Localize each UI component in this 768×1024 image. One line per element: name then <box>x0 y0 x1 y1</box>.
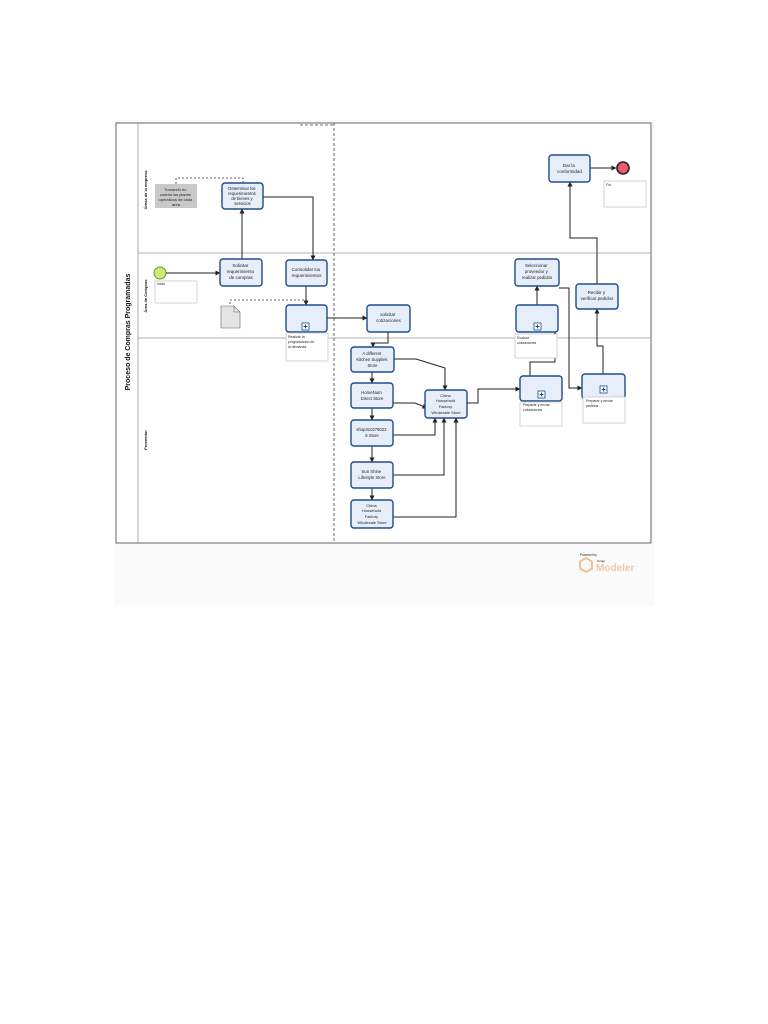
task-seleccionar-proveedor[interactable]: Seleccionar proveedor y realizar pedidos <box>514 258 560 287</box>
programacion-note <box>285 332 329 362</box>
svg-text:China Household Fa: China Household Factory Wholesale Store <box>357 503 387 525</box>
brand-label: Modeler <box>596 563 634 574</box>
evaluar-note <box>514 333 558 359</box>
task-store-homenum[interactable]: HomeNum Direct Store <box>350 382 394 409</box>
svg-text:HomeNum Direct Store: HomeNum Direct Store <box>361 390 384 401</box>
task-consolidar-requerimientos[interactable]: Consolidar los requerimientos <box>285 259 328 287</box>
svg-text:solicitar cotizaciones: solicitar cotizaciones <box>376 312 402 323</box>
svg-text:China Household Fa: China Household Factory Wholesale Store <box>431 393 461 415</box>
svg-text:A different Kitchen Supp: A different Kitchen Supplies Store <box>356 351 388 368</box>
document-artifact[interactable] <box>220 305 241 329</box>
subprocess-evaluar-cotizaciones[interactable] <box>515 304 559 333</box>
svg-text:Solicitar requerimiento: Solicitar requerimiento de compras <box>227 263 256 280</box>
preparar-pedidos-note <box>582 396 626 424</box>
subprocess-programacion-demanda[interactable] <box>285 304 328 333</box>
end-event[interactable] <box>616 161 630 175</box>
preparar-pedidos-note-label: Preparar y enviar pedidos <box>586 399 614 408</box>
preparar-cotizaciones-note-label: Preparar y enviar cotizaciones <box>523 403 551 412</box>
subprocess-preparar-cotizaciones[interactable] <box>519 375 563 402</box>
preparar-cotizaciones-note <box>519 401 563 427</box>
start-note-label: Inicio <box>157 282 165 286</box>
task-store-china-household-main[interactable]: China Household Factory Wholesale Store <box>424 389 468 419</box>
annotation-planes[interactable]: Tomando en cuenta los planes operativos … <box>155 184 197 208</box>
svg-text:Determinar los requerimi: Determinar los requerimientos de bienes … <box>228 186 257 206</box>
task-solicitar-requerimiento[interactable]: Solicitar requerimiento de compras <box>219 258 263 287</box>
powered-by-branding: Powered by bizagi Modeler <box>579 553 634 574</box>
brand-small-label: bizagi <box>597 559 605 563</box>
lane-label-proveedor: Proveedor <box>143 430 148 450</box>
task-solicitar-cotizaciones[interactable]: solicitar cotizaciones <box>366 304 411 333</box>
task-store-kitchen-supplies[interactable]: A different Kitchen Supplies Store <box>350 346 395 373</box>
start-note <box>154 280 198 304</box>
svg-text:Tomando en cuenta los pl: Tomando en cuenta los planes operativos … <box>159 187 194 207</box>
programacion-note-label: Realizar la programación de la demanda <box>288 335 315 349</box>
evaluar-note-label: Evaluar cotizaciones <box>517 336 537 345</box>
sequence-flows <box>166 165 617 518</box>
svg-text:Seleccionar proveedor y: Seleccionar proveedor y realizar pedidos <box>522 263 552 280</box>
start-event[interactable] <box>153 266 167 280</box>
powered-by-label: Powered by <box>580 553 597 557</box>
task-store-china-household-lower[interactable]: China Household Factory Wholesale Store <box>350 499 394 529</box>
svg-text:Sun Shine Lifestyle Stor: Sun Shine Lifestyle Store <box>358 469 386 480</box>
task-store-shop[interactable]: shop310278023 8 Store <box>350 419 394 447</box>
lane-label-area-compras: Área de Compras <box>143 279 148 313</box>
svg-text:shop310278023 8 Store: shop310278023 8 Store <box>356 427 387 438</box>
task-store-sun-shine[interactable]: Sun Shine Lifestyle Store <box>350 461 394 489</box>
lane-label-areas-empresa: Áreas de la empresa <box>143 170 148 210</box>
end-note-label: Fin <box>606 183 611 187</box>
bizagi-logo-icon <box>579 556 593 574</box>
task-dar-conformidad[interactable]: Dar la conformidad <box>548 154 591 183</box>
svg-text:Dar la conformidad: Dar la conformidad <box>557 163 582 174</box>
end-note <box>603 180 647 208</box>
pool-title: Proceso de Compras Programadas <box>125 274 132 391</box>
svg-text:Recibir y verificar pedi: Recibir y verificar pedidos <box>581 290 615 301</box>
subprocess-preparar-pedidos[interactable] <box>581 373 626 400</box>
svg-text:Consolidar los requerimi: Consolidar los requerimientos <box>292 267 323 278</box>
task-determinar-requerimientos[interactable]: Determinar los requerimientos de bienes … <box>221 182 264 210</box>
task-recibir-verificar[interactable]: Recibir y verificar pedidos <box>575 283 619 310</box>
